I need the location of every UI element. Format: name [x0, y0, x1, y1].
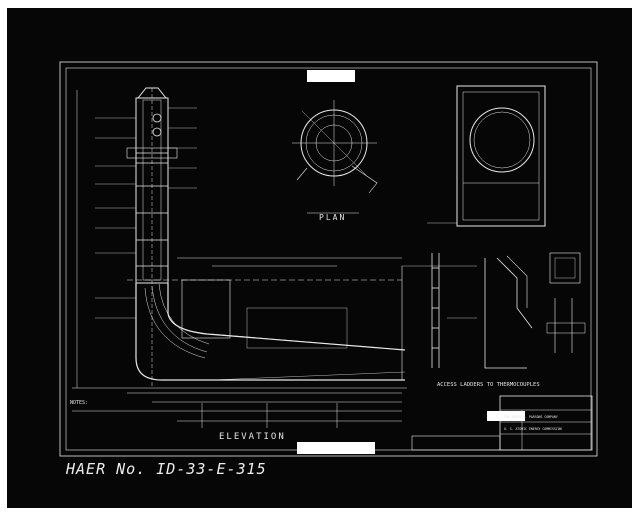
right-details — [546, 252, 586, 353]
access-ladders-detail — [401, 253, 533, 380]
view-title-access-ladders: ACCESS LADDERS TO THERMOCOUPLES — [437, 382, 540, 388]
leader-lines — [95, 107, 197, 319]
title-block-agency: U. S. ATOMIC ENERGY COMMISSION — [504, 427, 562, 431]
plan-view-square — [427, 85, 546, 227]
stack-elevation — [126, 87, 178, 388]
breeching-duct — [127, 279, 406, 381]
redaction-top — [307, 70, 355, 82]
border-inner — [65, 67, 592, 451]
engineering-drawing: ELEVATION PLAN ACCESS LADDERS TO THERMOC… — [59, 61, 598, 457]
haer-caption: HAER No. ID-33-E-315 — [66, 460, 267, 478]
border-outer — [59, 61, 598, 457]
view-title-elevation: ELEVATION — [219, 432, 286, 442]
dimension-lines — [72, 90, 407, 428]
plan-view-circle — [292, 100, 378, 214]
blueprint-sheet: ELEVATION PLAN ACCESS LADDERS TO THERMOC… — [7, 8, 632, 508]
notes-heading: NOTES: — [70, 400, 88, 406]
title-block — [499, 395, 593, 451]
title-block-contractor: THE RALPH M. PARSONS COMPANY — [504, 415, 558, 419]
redaction-bottom — [297, 442, 375, 454]
redaction-title-block — [487, 411, 525, 421]
revision-block — [411, 435, 501, 451]
view-title-plan: PLAN — [319, 213, 346, 222]
